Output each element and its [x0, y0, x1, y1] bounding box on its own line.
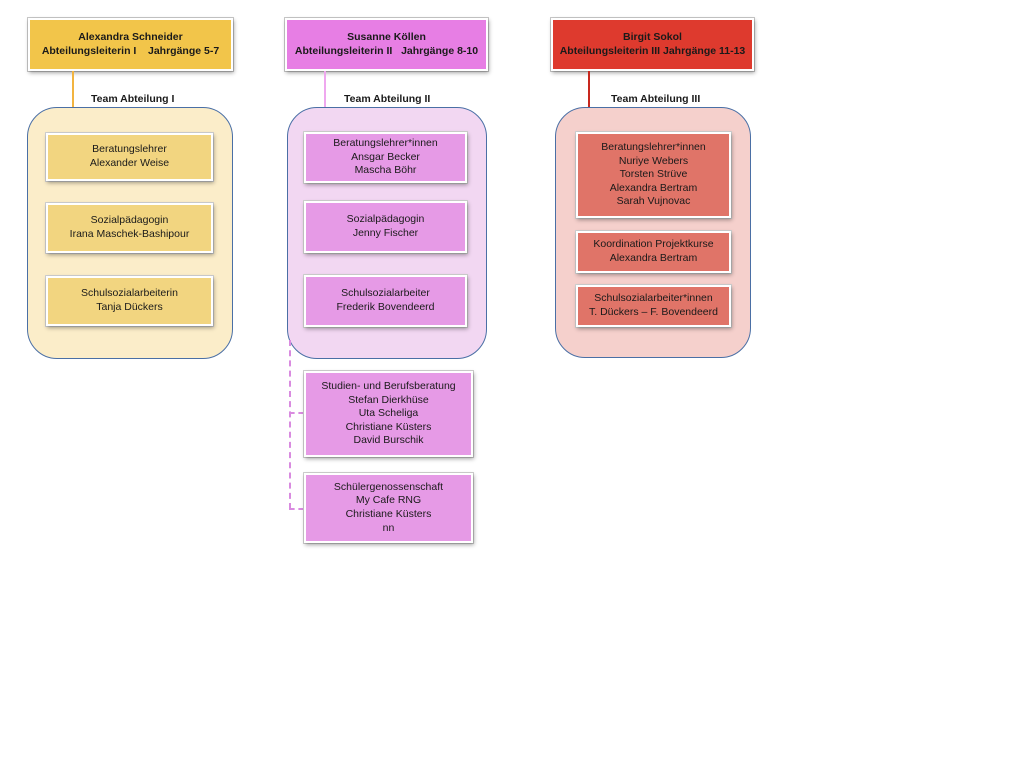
dept3-head-name: Birgit Sokol — [623, 30, 682, 43]
dept3-member-box: Schulsozialarbeiter*innen T. Dückers – F… — [576, 285, 731, 327]
member-line: Koordination Projektkurse — [593, 238, 714, 251]
member-line: Alexandra Bertram — [609, 252, 698, 264]
dept2-connector — [324, 71, 326, 107]
dept2-head-role: Abteilungsleiterin II Jahrgänge 8-10 — [294, 44, 479, 57]
member-line: Schulsozialarbeiterin — [81, 287, 178, 300]
dept3-team-label: Team Abteilung III — [611, 93, 701, 105]
dept3-connector — [588, 71, 590, 107]
extra-line: Stefan Dierkhüse — [348, 393, 429, 406]
dept2-head-name: Susanne Köllen — [347, 30, 426, 43]
dept1-head-name: Alexandra Schneider — [78, 30, 183, 43]
member-line: Irana Maschek-Bashipour — [69, 228, 190, 240]
member-line: Mascha Böhr — [354, 164, 417, 177]
dept3-head-role: Abteilungsleiterin III Jahrgänge 11-13 — [559, 44, 746, 57]
dept2-extra-connector — [289, 340, 291, 509]
extra-line: Uta Scheliga — [358, 407, 419, 420]
member-line: Jenny Fischer — [352, 227, 419, 239]
dept1-member-box: Beratungslehrer Alexander Weise — [46, 133, 213, 181]
dept3-head-box: Birgit Sokol Abteilungsleiterin III Jahr… — [551, 18, 754, 71]
member-line: Schulsozialarbeiter — [341, 287, 430, 300]
extra-line: Christiane Küsters — [345, 508, 432, 520]
dept1-member-box: Sozialpädagogin Irana Maschek-Bashipour — [46, 203, 213, 253]
member-line: Sarah Vujnovac — [616, 195, 691, 208]
member-line: Beratungslehrer*innen — [333, 137, 438, 150]
dept2-extra-connector — [289, 508, 304, 510]
dept2-team-label: Team Abteilung II — [344, 93, 431, 105]
dept2-extra-box: Studien- und Berufsberatung Stefan Dierk… — [304, 371, 473, 457]
member-line: Alexander Weise — [89, 157, 170, 169]
dept2-head-box: Susanne Köllen Abteilungsleiterin II Jah… — [285, 18, 488, 71]
member-line: T. Dückers – F. Bovendeerd — [589, 306, 718, 318]
dept2-member-box: Beratungslehrer*innen Ansgar Becker Masc… — [304, 132, 467, 183]
dept3-member-box: Beratungslehrer*innen Nuriye Webers Tors… — [576, 132, 731, 218]
dept1-team-label: Team Abteilung I — [91, 93, 175, 105]
extra-line: nn — [382, 521, 395, 534]
member-line: Beratungslehrer*innen — [601, 141, 706, 154]
member-line: Alexandra Bertram — [609, 181, 698, 194]
extra-line: David Burschik — [353, 434, 424, 447]
member-line: Beratungslehrer — [92, 143, 167, 156]
member-line: Nuriye Webers — [618, 154, 689, 167]
dept1-head-box: Alexandra Schneider Abteilungsleiterin I… — [28, 18, 233, 71]
member-line: Torsten Strüve — [619, 168, 688, 181]
member-line: Frederik Bovendeerd — [336, 301, 435, 313]
member-line: Tanja Dückers — [96, 301, 163, 313]
extra-line: Studien- und Berufsberatung — [321, 380, 456, 393]
dept1-head-role: Abteilungsleiterin I Jahrgänge 5-7 — [41, 44, 220, 57]
member-line: Ansgar Becker — [351, 150, 420, 163]
extra-line: Schülergenossenschaft — [333, 480, 444, 493]
extra-line: My Cafe RNG — [355, 494, 422, 507]
dept2-extra-box: Schülergenossenschaft My Cafe RNG Christ… — [304, 473, 473, 543]
extra-line: Christiane Küsters — [345, 420, 432, 433]
member-line: Schulsozialarbeiter*innen — [594, 292, 713, 305]
dept3-member-box: Koordination Projektkurse Alexandra Bert… — [576, 231, 731, 273]
dept1-member-box: Schulsozialarbeiterin Tanja Dückers — [46, 276, 213, 326]
dept2-member-box: Schulsozialarbeiter Frederik Bovendeerd — [304, 275, 467, 327]
dept1-connector — [72, 71, 74, 107]
member-line: Sozialpädagogin — [90, 214, 169, 227]
member-line: Sozialpädagogin — [346, 213, 425, 226]
dept2-member-box: Sozialpädagogin Jenny Fischer — [304, 201, 467, 253]
dept2-extra-connector — [289, 412, 304, 414]
